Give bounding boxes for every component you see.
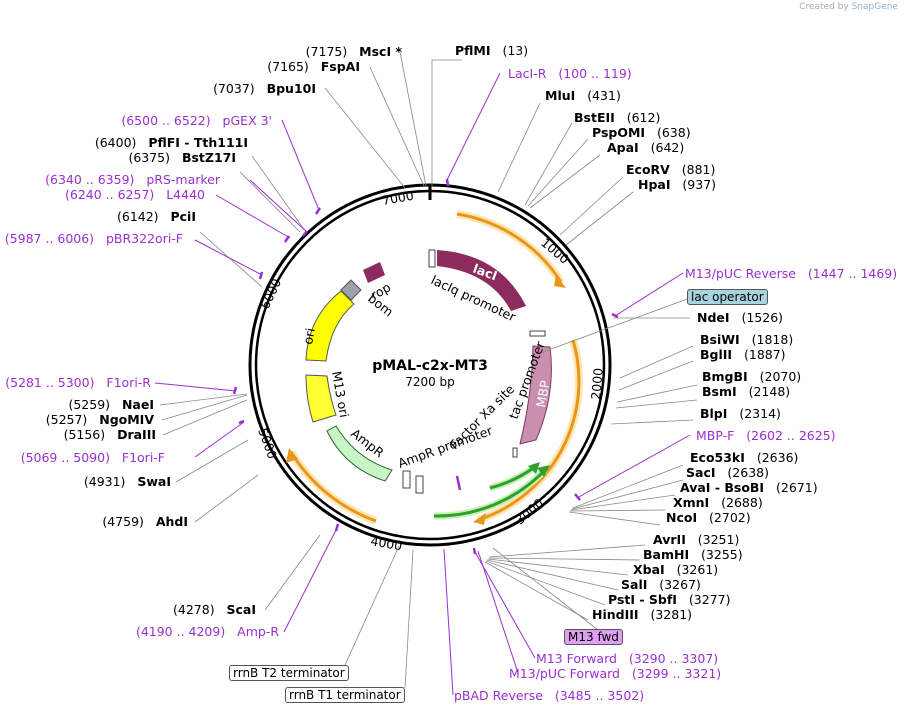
primer-marks [232, 178, 619, 555]
bom-box [340, 279, 362, 301]
site-label: Eco53kI (2636) [690, 450, 799, 465]
feature-label-ori: ori [300, 327, 318, 346]
site-label: (4278) ScaI [173, 602, 256, 617]
site-label: (4759) AhdI [102, 514, 188, 529]
site-label: (5259) NaeI [68, 397, 154, 412]
site-label: HindIII (3281) [592, 607, 693, 622]
site-label: (5156) DraIII [63, 427, 156, 442]
orf-arcs [286, 210, 583, 525]
ampr-promoter-glyph [402, 470, 411, 489]
ampr-arrow [326, 425, 393, 482]
site-label: BstEII (612) [574, 110, 661, 125]
tick-label: 7000 [381, 188, 415, 208]
rop-arrow [363, 262, 385, 283]
primer-label: (6340 .. 6359) pRS-marker [45, 172, 220, 187]
site-label: (6375) BstZ17I [128, 150, 236, 165]
leader-lines [159, 51, 698, 689]
site-label: AvrII (3251) [653, 532, 740, 547]
tick-label: 2000 [588, 367, 606, 400]
laci-arrow [437, 250, 526, 311]
site-label: SacI (2638) [686, 465, 769, 480]
site-label: (6142) PciI [116, 209, 196, 224]
feature-label-laci: lacI [471, 261, 499, 284]
feature-label-mbp: MBP [533, 379, 553, 409]
site-label: PflMI (13) [455, 43, 529, 58]
site-label: ApaI (642) [607, 140, 685, 155]
tick-label: 5000 [255, 426, 280, 461]
site-label: (7175) MscI * [305, 44, 402, 59]
plasmid-size: 7200 bp [405, 375, 455, 389]
ori-arrow [305, 290, 355, 362]
feature-box-m13-fwd: M13 fwd [564, 629, 623, 645]
feature-label-ampr-promoter: AmpR promoter [396, 422, 495, 470]
site-label: BglII (1887) [700, 347, 786, 362]
site-label: MluI (431) [545, 88, 621, 103]
ampr-promoter-glyph-2 [415, 475, 424, 494]
primer-label: (6240 .. 6257) L4440 [65, 187, 205, 202]
primer-label: (5987 .. 6006) pBR322ori-F [4, 231, 183, 246]
site-label: BmgBI (2070) [702, 369, 802, 384]
primer-lines [154, 72, 691, 696]
primer-label: (5281 .. 5300) F1ori-R [5, 375, 151, 390]
primer-label: (6500 .. 6522) pGEX 3' [121, 113, 272, 128]
credit-brand: SnapGene [851, 2, 898, 12]
site-label: (5257) NgoMIV [45, 412, 154, 427]
tick-label: 6000 [257, 276, 284, 311]
site-label: AvaI - BsoBI (2671) [680, 480, 818, 495]
site-label: (7165) FspAI [267, 59, 360, 74]
site-label: (4931) SwaI [83, 474, 171, 489]
tick-label: 4000 [369, 533, 403, 553]
primer-label: MBP-F (2602 .. 2625) [696, 428, 836, 443]
site-label: BsiWI (1818) [700, 332, 794, 347]
plasmid-name: pMAL-c2x-MT3 [372, 358, 488, 374]
primer-label: M13 Forward (3290 .. 3307) [536, 651, 719, 666]
laciq-promoter-glyph [428, 249, 436, 268]
primer-label: LacI-R (100 .. 119) [508, 66, 632, 81]
primer-label: M13/pUC Reverse (1447 .. 1469) [685, 266, 898, 281]
site-label: (7037) Bpu10I [213, 81, 316, 96]
site-label: (6400) PflFI - Tth111I [94, 135, 248, 150]
features [305, 249, 552, 494]
site-label: NdeI (1526) [697, 310, 784, 325]
mbp-arrow [519, 345, 552, 445]
feature-box-lac-operator: lac operator [687, 289, 768, 305]
feature-box-rrnb-t1: rrnB T1 terminator [285, 687, 405, 703]
factor-xa-glyph [512, 447, 518, 458]
feature-box-rrnb-t2: rrnB T2 terminator [229, 665, 349, 681]
tac-promoter-glyph [529, 330, 546, 337]
snapgene-credit: Created by SnapGene [799, 2, 898, 12]
site-label: HpaI (937) [638, 177, 717, 192]
site-label: SalI (3267) [621, 577, 701, 592]
site-label: PstI - SbfI (3277) [608, 592, 731, 607]
primer-label: (4190 .. 4209) Amp-R [135, 624, 279, 639]
site-label: XmnI (2688) [673, 495, 763, 510]
site-label: BlpI (2314) [700, 406, 781, 421]
primer-label: (5069 .. 5090) F1ori-F [20, 450, 165, 465]
primer-label: M13/pUC Forward (3299 .. 3321) [509, 666, 722, 681]
m13-ori-arrow [305, 374, 337, 423]
site-label: BsmI (2148) [702, 384, 791, 399]
credit-prefix: Created by [799, 2, 849, 12]
site-label: EcoRV (881) [626, 162, 716, 177]
primer-label: pBAD Reverse (3485 .. 3502) [454, 688, 645, 703]
green-arcs [433, 462, 550, 520]
site-label: BamHI (3255) [643, 547, 743, 562]
site-label: PspOMI (638) [592, 125, 691, 140]
site-label: XbaI (3261) [633, 562, 719, 577]
site-label: NcoI (2702) [666, 510, 751, 525]
